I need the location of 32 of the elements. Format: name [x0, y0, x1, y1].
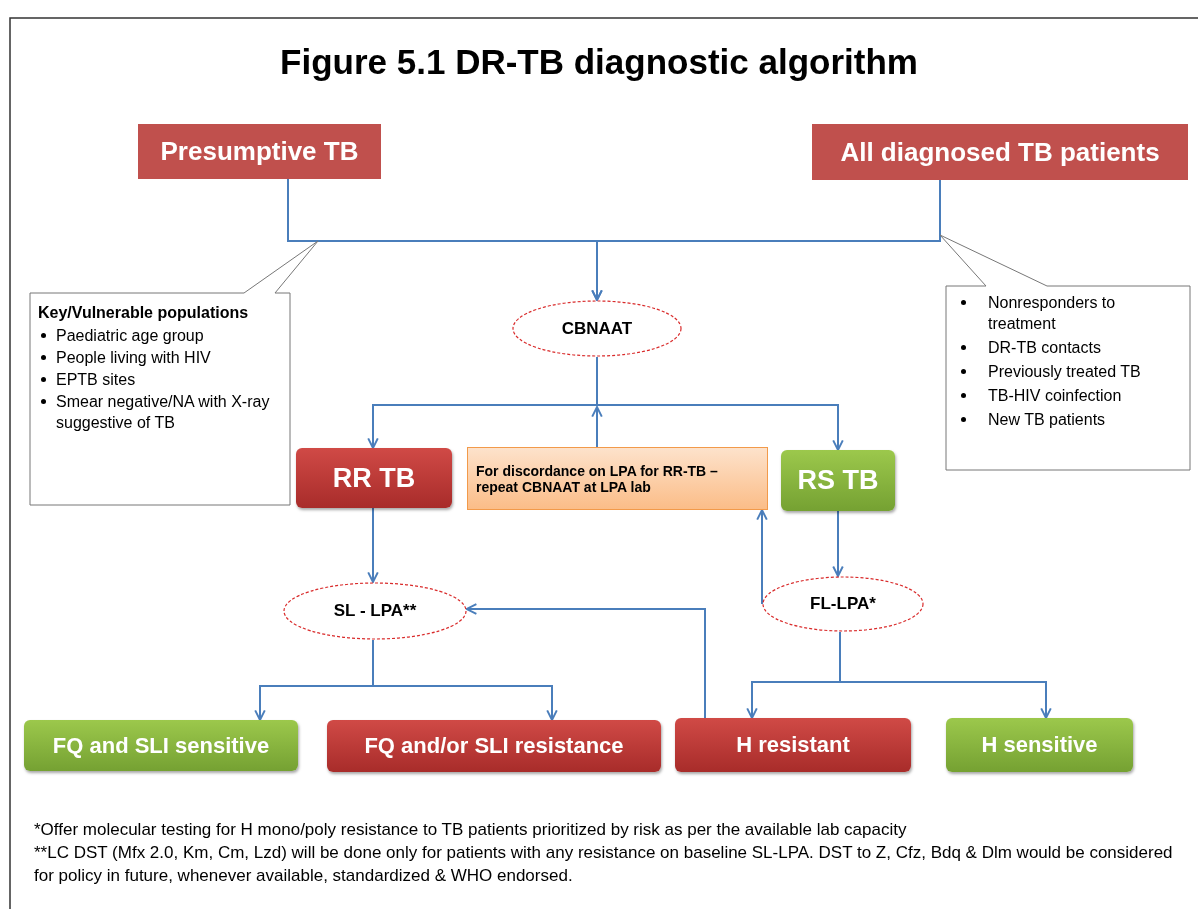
- start-box: Presumptive TB: [138, 124, 381, 179]
- arrow: [367, 507, 379, 583]
- bullet-item: DR-TB contacts: [988, 339, 1101, 356]
- arrow: [372, 639, 558, 721]
- bullet-item: Smear negative/NA with X-ray suggestive of TB: [56, 393, 270, 431]
- result-box: FQ and/or SLI resistance: [327, 720, 661, 772]
- bullet-item: EPTB sites: [56, 371, 136, 388]
- node-label: CBNAAT: [561, 318, 633, 339]
- bullet-item: People living with HIV: [56, 349, 211, 366]
- result-box: H sensitive: [946, 718, 1133, 772]
- result-box: FQ and SLI sensitive: [24, 720, 298, 771]
- note-box: For discordance on LPA for RR-TB – repeat CBNAAT at LPA lab: [467, 447, 768, 510]
- arrow: [591, 406, 603, 448]
- bullet-item: New TB patients: [988, 411, 1106, 428]
- arrow: [839, 631, 1052, 719]
- diagram-title: Figure 5.1 DR-TB diagnostic algorithm: [279, 42, 919, 82]
- result-box: RS TB: [781, 450, 895, 511]
- footnote: **LC DST (Mfx 2.0, Km, Cm, Lzd) will be done only for patients with any resistance on baseline SL-LPA. DST to Z, Cfz, Bdq & Dlm would be considered for policy in future, whenever available, standardized & WHO endorsed.: [34, 842, 1174, 887]
- node-label: SL - LPA**: [333, 601, 417, 621]
- bullet-item: TB-HIV coinfection: [988, 387, 1122, 404]
- node-label: FL-LPA*: [810, 594, 876, 614]
- arrow: [832, 510, 844, 578]
- start-box: All diagnosed TB patients: [812, 124, 1188, 180]
- footnote: *Offer molecular testing for H mono/poly resistance to TB patients prioritized by risk as per the available lab capacity: [34, 819, 908, 841]
- bullet-item: Nonresponders to treatment: [988, 294, 1116, 332]
- callout-heading: Key/Vulnerable populations: [38, 303, 250, 323]
- arrow: [465, 603, 706, 719]
- bullet-item: Previously treated TB: [988, 363, 1141, 380]
- bullet-item: Paediatric age group: [56, 327, 204, 344]
- result-box: RR TB: [296, 448, 452, 508]
- arrow: [591, 179, 941, 301]
- result-box: H resistant: [675, 718, 911, 772]
